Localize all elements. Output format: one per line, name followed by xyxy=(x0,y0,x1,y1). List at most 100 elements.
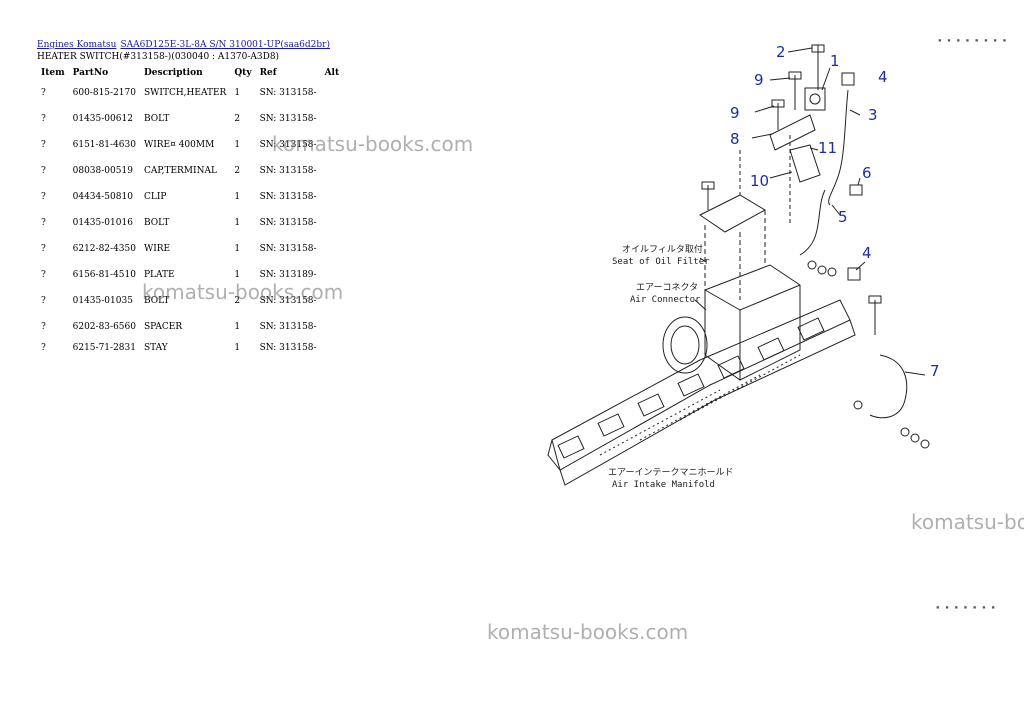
cell-item: ? xyxy=(41,114,46,124)
cell-alt xyxy=(321,210,345,236)
cell-description: WIRE xyxy=(143,244,171,254)
cell-alt xyxy=(321,236,345,262)
cell-partno: 04434-50810 xyxy=(72,192,133,202)
callout-10: 10 xyxy=(750,172,769,190)
cell-ref: SN: 313158- xyxy=(259,114,317,124)
cell-qty: 1 xyxy=(234,218,241,228)
callout-2: 2 xyxy=(776,43,786,61)
cell-partno: 6202-83-6560 xyxy=(72,322,136,332)
label-air-connector-en: Air Connector xyxy=(630,295,701,305)
parts-table: Item PartNo Description Qty Ref Alt ?600… xyxy=(37,66,345,356)
label-oil-filter-jp: オイルフィルタ取付 xyxy=(622,244,703,255)
cell-partno: 6151-81-4630 xyxy=(72,140,136,150)
cell-description: BOLT xyxy=(143,114,170,124)
cell-ref: SN: 313158- xyxy=(259,296,317,306)
cell-description: PLATE xyxy=(143,270,175,280)
col-header-partno: PartNo xyxy=(72,68,109,78)
cell-item: ? xyxy=(41,192,46,202)
cell-alt xyxy=(321,80,345,106)
callout-8: 8 xyxy=(730,130,740,148)
cell-partno: 6156-81-4510 xyxy=(72,270,136,280)
label-manifold-jp: エアーインテークマニホールド xyxy=(608,467,733,478)
cell-alt xyxy=(321,314,345,340)
table-row: ? 01435-01016 BOLT 1 SN: 313158- xyxy=(37,210,345,236)
cell-item: ? xyxy=(41,88,46,98)
cell-partno: 01435-01035 xyxy=(72,296,133,306)
cell-ref: SN: 313158- xyxy=(259,166,317,176)
wire-3 xyxy=(828,89,849,206)
clip xyxy=(849,184,863,196)
cell-qty: 1 xyxy=(234,140,241,150)
cell-qty: 1 xyxy=(234,343,241,353)
cell-ref: SN: 313158- xyxy=(259,218,317,228)
cell-alt xyxy=(321,106,345,132)
breadcrumb-link-engines[interactable]: Engines Komatsu xyxy=(37,40,117,50)
cell-ref: SN: 313158- xyxy=(259,88,317,98)
cell-ref: SN: 313158- xyxy=(259,140,317,150)
cell-qty: 1 xyxy=(234,270,241,280)
breadcrumb-link-model[interactable]: SAA6D125E-3L-8A S/N 310001-UP(saa6d2br) xyxy=(120,40,330,50)
cell-alt xyxy=(321,288,345,314)
label-air-connector-jp: エアーコネクタ xyxy=(636,282,698,293)
callout-6: 6 xyxy=(862,164,872,182)
col-header-description: Description xyxy=(143,68,203,78)
cell-description: BOLT xyxy=(143,218,170,228)
air-connector-housing xyxy=(704,264,801,381)
cell-alt xyxy=(321,158,345,184)
cap-terminal xyxy=(841,72,855,86)
cell-qty: 1 xyxy=(234,88,241,98)
col-header-item: Item xyxy=(41,68,65,78)
callout-3: 3 xyxy=(868,106,878,124)
corner-code-bottom: ▪ ▪ ▪ ▪ ▪ ▪ ▪ xyxy=(936,604,996,611)
corner-code-top: ▪ ▪ ▪ ▪ ▪ ▪ ▪ ▪ xyxy=(938,37,1008,44)
cell-ref: SN: 313158- xyxy=(259,244,317,254)
cell-item: ? xyxy=(41,343,46,353)
callout-7: 7 xyxy=(930,362,940,380)
callout-9b: 9 xyxy=(730,104,740,122)
callout-9a: 9 xyxy=(754,71,764,89)
cell-description: STAY xyxy=(143,343,168,353)
cell-alt xyxy=(321,132,345,158)
cell-description: BOLT xyxy=(143,296,170,306)
cell-item: ? xyxy=(41,296,46,306)
wire-5 xyxy=(799,189,826,256)
stay xyxy=(769,114,816,151)
col-header-qty: Qty xyxy=(234,68,252,78)
cell-ref: SN: 313158- xyxy=(259,322,317,332)
cell-partno: 600-815-2170 xyxy=(72,88,136,98)
cell-description: SPACER xyxy=(143,322,183,332)
bolt-9a xyxy=(788,71,802,110)
cell-description: CAP,TERMINAL xyxy=(143,166,217,176)
cell-description: WIRE¤ 400MM xyxy=(143,140,215,150)
col-header-alt: Alt xyxy=(324,68,340,78)
cell-item: ? xyxy=(41,140,46,150)
wire-7 xyxy=(869,354,908,419)
cell-qty: 2 xyxy=(234,114,241,124)
cell-ref: SN: 313158- xyxy=(259,343,317,353)
cell-description: SWITCH,HEATER xyxy=(143,88,227,98)
callout-4b: 4 xyxy=(862,244,872,262)
callout-1: 1 xyxy=(830,52,840,70)
parts-diagram: 1 2 3 4 4 5 6 7 8 9 9 10 11 オイルフィルタ取付 Se… xyxy=(547,43,940,490)
table-row: ? 600-815-2170 SWITCH,HEATER 1 SN: 313158- xyxy=(37,80,345,106)
cell-item: ? xyxy=(41,270,46,280)
cell-qty: 1 xyxy=(234,322,241,332)
cell-item: ? xyxy=(41,218,46,228)
callout-4a: 4 xyxy=(878,68,888,86)
label-manifold-en: Air Intake Manifold xyxy=(612,480,715,490)
callout-11: 11 xyxy=(818,139,837,157)
label-oil-filter-en: Seat of Oil Filter xyxy=(612,257,710,267)
cell-partno: 6215-71-2831 xyxy=(72,343,136,353)
cell-alt xyxy=(321,340,345,356)
cell-qty: 1 xyxy=(234,244,241,254)
bolt-9b xyxy=(771,99,785,130)
callout-5: 5 xyxy=(838,208,848,226)
cell-partno: 01435-01016 xyxy=(72,218,133,228)
cap-terminal-2 xyxy=(847,267,861,281)
cell-ref: SN: 313189- xyxy=(259,270,317,280)
cell-qty: 1 xyxy=(234,192,241,202)
